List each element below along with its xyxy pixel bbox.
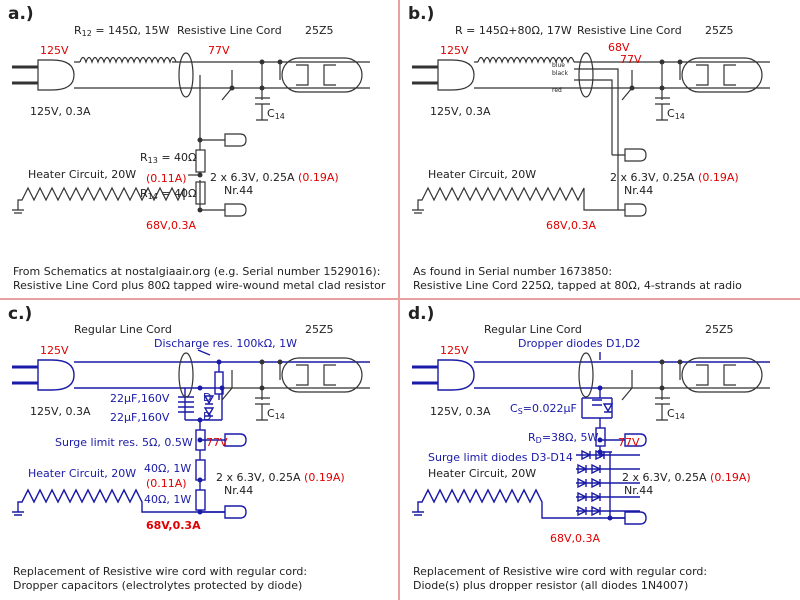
panel-c: c.) Regular Line Cord 25Z5 125V Discharg… (0, 300, 398, 598)
r13-current: (0.11A) (146, 172, 187, 185)
panel-label: d.) (408, 304, 435, 324)
r1-current: (0.11A) (146, 477, 187, 490)
supply-label: 125V, 0.3A (430, 405, 491, 418)
wire-black: black (552, 70, 568, 77)
lamps-label: 2 x 6.3V, 0.25A (0.19A) (216, 471, 345, 484)
input-voltage: 125V (440, 344, 469, 357)
lamp-type: Nr.44 (224, 184, 254, 197)
cap1-label: 22μF,160V (110, 392, 170, 405)
resistor-label: R = 145Ω+80Ω, 17W (455, 24, 572, 37)
heater-label: Heater Circuit, 20W (428, 168, 537, 181)
schematic-b (412, 52, 770, 217)
heater-label: Heater Circuit, 20W (28, 467, 137, 480)
panel-a: a.) R12 = 145Ω, 15W Resistive Line Cord … (0, 0, 398, 298)
heater-label: Heater Circuit, 20W (28, 168, 137, 181)
heater-va: 68V,0.3A (146, 219, 197, 232)
panel-label: b.) (408, 4, 435, 24)
tap-voltage: 68V (608, 41, 630, 54)
capacitor-label: C14 (667, 407, 685, 421)
output-voltage: 77V (620, 53, 642, 66)
tube-label: 25Z5 (705, 323, 734, 336)
resistor-label: R12 = 145Ω, 15W (74, 24, 170, 38)
supply-label: 125V, 0.3A (30, 405, 91, 418)
r14-label: R14 = 40Ω (140, 187, 197, 201)
input-voltage: 125V (40, 344, 69, 357)
cord-label: Regular Line Cord (74, 323, 172, 336)
heater-va: 68V,0.3A (546, 219, 597, 232)
output-voltage: 77V (208, 44, 230, 57)
cord-label: Resistive Line Cord (577, 24, 682, 37)
panel-label: a.) (8, 4, 34, 24)
r1-label: 40Ω, 1W (144, 462, 192, 475)
lamps-label: 2 x 6.3V, 0.25A (0.19A) (610, 171, 739, 184)
diode-label-1: D (203, 391, 212, 404)
panel-label: c.) (8, 304, 33, 324)
capacitor-label: C14 (267, 407, 285, 421)
lamps-label: 2 x 6.3V, 0.25A (0.19A) (210, 171, 339, 184)
lamps-label: 2 x 6.3V, 0.25A (0.19A) (622, 471, 751, 484)
input-voltage: 125V (40, 44, 69, 57)
r13-label: R13 = 40Ω (140, 151, 197, 165)
horizontal-divider (0, 298, 800, 300)
supply-label: 125V, 0.3A (430, 105, 491, 118)
tube-label: 25Z5 (305, 323, 334, 336)
caption: Replacement of Resistive wire cord with … (413, 565, 708, 592)
panel-d: d.) Regular Line Cord 25Z5 125V Dropper … (400, 300, 798, 598)
cap2-label: 22μF,160V (110, 411, 170, 424)
panel-b: b.) R = 145Ω+80Ω, 17W Resistive Line Cor… (400, 0, 798, 298)
capacitor-label: C14 (667, 107, 685, 121)
heater-label: Heater Circuit, 20W (428, 467, 537, 480)
wire-blue: blue (552, 62, 565, 69)
output-voltage: 77V (618, 436, 640, 449)
dropper-label: Dropper diodes D1,D2 (518, 337, 641, 350)
input-voltage: 125V (440, 44, 469, 57)
caption: From Schematics at nostalgiaair.org (e.g… (13, 265, 386, 292)
heater-va: 68V,0.3A (550, 532, 601, 545)
tube-label: 25Z5 (305, 24, 334, 37)
cord-label: Regular Line Cord (484, 323, 582, 336)
lamp-type: Nr.44 (624, 184, 654, 197)
tube-label: 25Z5 (705, 24, 734, 37)
cord-label: Resistive Line Cord (177, 24, 282, 37)
rd-label: RD=38Ω, 5W (528, 431, 599, 445)
discharge-label: Discharge res. 100kΩ, 1W (154, 337, 298, 350)
schematic-c (12, 349, 370, 519)
lamp-type: Nr.44 (624, 484, 654, 497)
surge-label: Surge limit diodes D3-D14 (428, 451, 573, 464)
lamp-type: Nr.44 (224, 484, 254, 497)
caption: As found in Serial number 1673850:Resist… (413, 265, 742, 292)
capacitor-label: C14 (267, 107, 285, 121)
supply-label: 125V, 0.3A (30, 105, 91, 118)
output-voltage: 77V (206, 436, 228, 449)
diode-label-2: D (203, 410, 212, 423)
schematic-a (12, 52, 370, 217)
caption: Replacement of Resistive wire cord with … (13, 565, 308, 592)
wire-red: red (552, 87, 562, 94)
schematic-d (412, 352, 770, 525)
r2-label: 40Ω, 1W (144, 493, 192, 506)
cs-label: CS=0.022μF (510, 402, 577, 416)
surge-label: Surge limit res. 5Ω, 0.5W (55, 436, 193, 449)
vertical-divider (398, 0, 400, 600)
heater-va: 68V,0.3A (146, 519, 201, 532)
